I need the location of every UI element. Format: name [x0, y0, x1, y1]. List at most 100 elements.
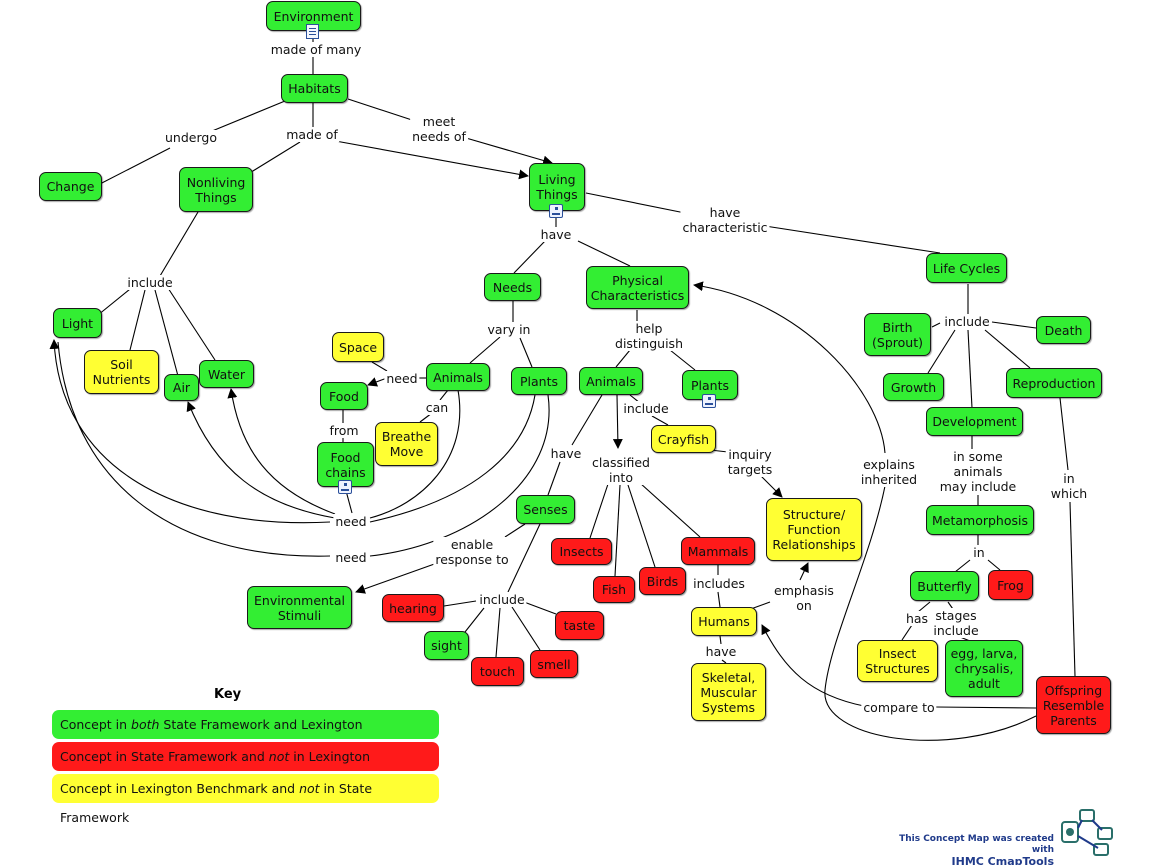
node-growth[interactable]: Growth [883, 373, 944, 401]
key-row-state-only: Concept in State Framework and not in Le… [52, 742, 439, 793]
node-sight[interactable]: sight [424, 631, 469, 660]
line-inwhich-offspring [1069, 501, 1076, 677]
submap-icon[interactable] [702, 394, 716, 408]
line-need1-air [186, 401, 336, 519]
line-have-senses [547, 461, 561, 496]
link-include-crayfish: include [621, 401, 671, 416]
node-habitats[interactable]: Habitats [281, 74, 348, 103]
node-skeletal-muscular-systems[interactable]: Skeletal, Muscular Systems [691, 663, 766, 721]
node-insects[interactable]: Insects [551, 538, 612, 565]
node-needs[interactable]: Needs [484, 273, 541, 301]
submap-icon[interactable] [338, 480, 352, 494]
line-animals-classified [612, 394, 623, 449]
node-metamorphosis[interactable]: Metamorphosis [926, 505, 1034, 535]
line-butterfly-has [917, 601, 931, 613]
node-space[interactable]: Space [332, 332, 384, 362]
link-compare-to: compare to [861, 700, 937, 715]
line-enable-stimuli [355, 561, 441, 594]
line-emphasis-structure [799, 562, 809, 581]
link-help-distinguish: help distinguish [613, 321, 685, 351]
line-havechar-lifecycles [764, 225, 941, 254]
node-breathe-move[interactable]: Breathe Move [375, 422, 438, 466]
line-habitats-meet [347, 98, 413, 121]
line-meet-living [465, 137, 553, 166]
node-mammals[interactable]: Mammals [681, 537, 755, 565]
link-vary-in: vary in [485, 322, 533, 337]
node-humans[interactable]: Humans [691, 607, 757, 636]
node-animals-needs[interactable]: Animals [426, 363, 490, 391]
line-classified-insects [589, 483, 609, 539]
line-include-sight [464, 607, 485, 633]
link-need-1: need [333, 514, 369, 529]
link-can: can [423, 400, 451, 415]
link-meet-needs-of: meet needs of [410, 114, 468, 144]
node-egg-larva-chrysalis-adult[interactable]: egg, larva, chrysalis, adult [945, 640, 1023, 697]
line-animals-can [439, 389, 449, 401]
node-senses[interactable]: Senses [516, 495, 575, 524]
link-need-2: need [333, 550, 369, 565]
node-soil-nutrients[interactable]: Soil Nutrients [84, 350, 159, 394]
line-have-physical [577, 240, 631, 267]
node-animals-phys[interactable]: Animals [579, 367, 643, 395]
line-offspring-explains [824, 485, 1037, 741]
link-need-space: need [384, 371, 420, 386]
line-reproduction-inwhich [1059, 397, 1069, 471]
node-taste[interactable]: taste [555, 611, 604, 640]
node-life-cycles[interactable]: Life Cycles [926, 253, 1007, 283]
line-varyin-animals [469, 336, 501, 364]
node-food[interactable]: Food [320, 382, 368, 410]
node-fish[interactable]: Fish [593, 576, 635, 603]
line-include-reproduction [984, 329, 1031, 369]
link-has: has [903, 611, 931, 626]
line-humans-have [719, 635, 722, 645]
node-insect-structures[interactable]: Insect Structures [857, 640, 938, 682]
node-development[interactable]: Development [926, 407, 1023, 436]
line-undergo-change [95, 147, 171, 187]
line-animals-have [571, 394, 603, 446]
node-environmental-stimuli[interactable]: Environmental Stimuli [247, 586, 352, 629]
node-air[interactable]: Air [164, 374, 199, 401]
node-birth[interactable]: Birth (Sprout) [864, 313, 931, 356]
key-row-both: Concept in both State Framework and Lexi… [52, 710, 439, 761]
node-plants-needs[interactable]: Plants [511, 367, 567, 395]
node-offspring-resemble-parents[interactable]: Offspring Resemble Parents [1036, 676, 1111, 734]
node-smell[interactable]: smell [530, 650, 578, 678]
node-structure-function-relationships[interactable]: Structure/ Function Relationships [766, 498, 862, 561]
link-have-living: have [538, 227, 574, 242]
line-include-crayfish [651, 415, 669, 426]
node-physical-characteristics[interactable]: Physical Characteristics [586, 266, 689, 309]
node-butterfly[interactable]: Butterfly [910, 571, 979, 601]
document-icon[interactable] [306, 24, 319, 39]
node-food-chains[interactable]: Food chains [317, 442, 374, 487]
line-include-growth [927, 329, 956, 374]
line-include-birth [931, 322, 941, 328]
line-plants-need1 [369, 394, 536, 523]
link-from: from [327, 423, 361, 438]
line-include-hearing [443, 600, 477, 607]
node-nonliving-things[interactable]: Nonliving Things [179, 167, 253, 212]
node-reproduction[interactable]: Reproduction [1006, 368, 1102, 398]
link-include-senses: include [477, 592, 527, 607]
line-include-touch [495, 607, 501, 658]
link-have-senses: have [548, 446, 584, 461]
node-light[interactable]: Light [53, 308, 102, 338]
line-include-smell [511, 606, 541, 651]
line-varyin-plants [519, 337, 533, 368]
node-hearing[interactable]: hearing [382, 594, 444, 622]
link-includes-humans: includes [691, 576, 747, 591]
node-birds[interactable]: Birds [639, 567, 686, 595]
line-include-taste [523, 601, 557, 615]
line-need-space [371, 361, 388, 372]
node-death[interactable]: Death [1036, 316, 1091, 344]
submap-icon[interactable] [549, 204, 563, 218]
node-touch[interactable]: touch [471, 657, 524, 686]
node-frog[interactable]: Frog [988, 570, 1033, 600]
node-change[interactable]: Change [39, 172, 102, 201]
line-nonliving-include [159, 211, 199, 277]
link-in-some-animals: in some animals may include [937, 449, 1019, 494]
node-water[interactable]: Water [199, 360, 254, 388]
link-have-characteristic: have characteristic [680, 205, 770, 235]
cmaptools-credit: This Concept Map was created with IHMC C… [899, 834, 1054, 865]
node-crayfish[interactable]: Crayfish [651, 425, 716, 453]
